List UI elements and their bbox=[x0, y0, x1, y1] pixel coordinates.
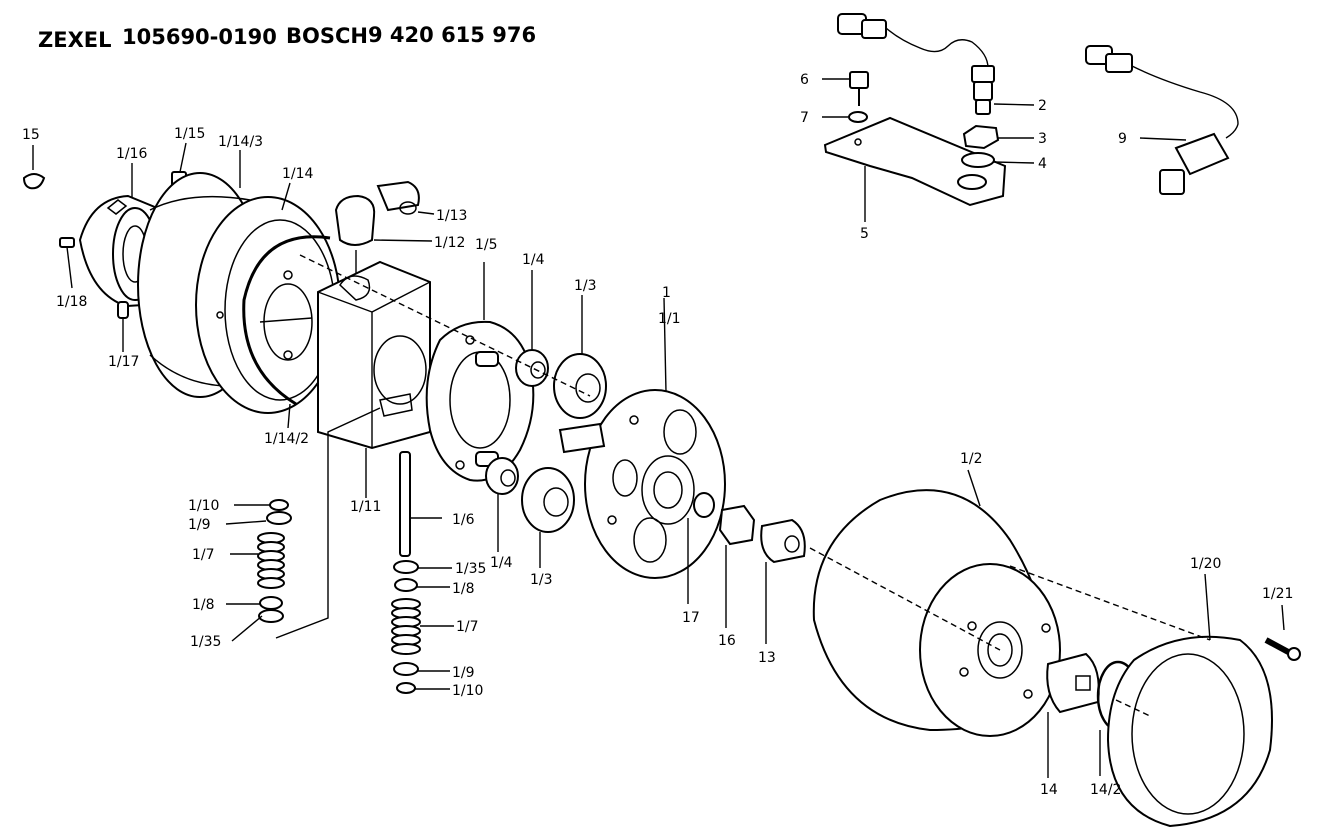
part-rotor-flange-1-1 bbox=[558, 297, 726, 579]
leader-lines-left-stack bbox=[225, 78, 850, 690]
part-cylinder-housing-1-2 bbox=[812, 469, 1061, 737]
label-1-3-upper: 1/3 bbox=[574, 278, 597, 294]
label-1-4-lower: 1/4 bbox=[490, 555, 513, 571]
coil-spring-left bbox=[257, 532, 285, 589]
part-bushing-16 bbox=[718, 504, 756, 628]
label-1-21: 1/21 bbox=[1262, 586, 1293, 602]
label-1-17: 1/17 bbox=[108, 354, 139, 370]
label-13: 13 bbox=[758, 650, 776, 666]
label-3: 3 bbox=[1038, 131, 1047, 147]
part-pin-1-17 bbox=[117, 301, 129, 352]
label-1-7-left: 1/7 bbox=[192, 547, 215, 563]
label-9: 9 bbox=[1118, 131, 1127, 147]
part-solenoid-1-13 bbox=[376, 180, 435, 215]
part-bolt-6 bbox=[849, 71, 869, 106]
header-zexel-number: 105690-0190 bbox=[122, 25, 277, 49]
label-1-1: 1/1 bbox=[658, 311, 681, 327]
label-1-13: 1/13 bbox=[436, 208, 467, 224]
label-1-9-left: 1/9 bbox=[188, 517, 211, 533]
part-end-cover-1-20 bbox=[1106, 573, 1273, 828]
label-1-14-2: 1/14/2 bbox=[264, 431, 309, 447]
part-sensor-2 bbox=[837, 13, 1035, 115]
label-1-2: 1/2 bbox=[960, 451, 983, 467]
label-1-11: 1/11 bbox=[350, 499, 381, 515]
spring-stack-left bbox=[257, 407, 381, 639]
part-key-15 bbox=[22, 145, 46, 190]
label-4: 4 bbox=[1038, 156, 1047, 172]
label-1-35-right: 1/35 bbox=[455, 561, 486, 577]
label-1-6: 1/6 bbox=[452, 512, 475, 528]
part-washer-7 bbox=[848, 111, 868, 123]
part-roller-1-4-lower bbox=[485, 457, 519, 552]
label-1-10-right: 1/10 bbox=[452, 683, 483, 699]
part-plug-14 bbox=[1046, 652, 1100, 778]
label-1-12: 1/12 bbox=[434, 235, 465, 251]
label-1-7-right: 1/7 bbox=[456, 619, 479, 635]
label-6: 6 bbox=[800, 72, 809, 88]
part-roller-1-3-upper bbox=[553, 295, 607, 419]
label-5: 5 bbox=[860, 226, 869, 242]
part-washer-4 bbox=[961, 152, 1035, 168]
center-lines bbox=[299, 254, 1211, 717]
label-17: 17 bbox=[682, 610, 700, 626]
label-1-8-right: 1/8 bbox=[452, 581, 475, 597]
label-14-2: 14/2 bbox=[1090, 782, 1121, 798]
part-roller-1-4-upper bbox=[515, 270, 549, 387]
label-1-10-left: 1/10 bbox=[188, 498, 219, 514]
label-1-8-left: 1/8 bbox=[192, 597, 215, 613]
label-1-35-left: 1/35 bbox=[190, 634, 221, 650]
label-1-18: 1/18 bbox=[56, 294, 87, 310]
label-15: 15 bbox=[22, 127, 40, 143]
label-1-15: 1/15 bbox=[174, 126, 205, 142]
part-washer-on-bracket bbox=[957, 174, 987, 190]
label-14: 14 bbox=[1040, 782, 1058, 798]
label-1-20: 1/20 bbox=[1190, 556, 1221, 572]
label-16: 16 bbox=[718, 633, 736, 649]
header-brand-zexel: ZEXEL bbox=[38, 28, 112, 52]
coil-spring-right bbox=[391, 598, 421, 655]
label-1-16: 1/16 bbox=[116, 146, 148, 162]
label-7: 7 bbox=[800, 110, 809, 126]
part-valve-block-1-11 bbox=[317, 260, 431, 498]
header-bosch-number: 9 420 615 976 bbox=[368, 23, 536, 47]
part-gasket-1-14-2 bbox=[242, 235, 331, 429]
part-plug-13 bbox=[760, 518, 806, 644]
part-sensor-9 bbox=[1085, 45, 1239, 195]
part-roller-1-3-lower bbox=[521, 467, 575, 568]
part-nut-3 bbox=[962, 124, 1034, 150]
label-1: 1 bbox=[662, 285, 671, 301]
part-solenoid-1-12 bbox=[334, 194, 433, 300]
part-plunger-1-6 bbox=[399, 451, 442, 557]
part-screw-1-21 bbox=[1264, 604, 1301, 661]
part-screw-1-18 bbox=[59, 237, 75, 289]
label-1-14-3: 1/14/3 bbox=[218, 134, 263, 150]
spring-stack-right bbox=[391, 560, 421, 694]
label-1-9-right: 1/9 bbox=[452, 665, 475, 681]
header-brand-bosch: BOSCH bbox=[286, 24, 368, 48]
label-2: 2 bbox=[1038, 98, 1047, 114]
label-1-14: 1/14 bbox=[282, 166, 314, 182]
label-1-5: 1/5 bbox=[475, 237, 498, 253]
part-labels: 15 1/16 1/15 1/14/3 1/14 1/13 1/12 1/5 1… bbox=[22, 72, 1293, 798]
label-1-4-upper: 1/4 bbox=[522, 252, 545, 268]
label-1-3-lower: 1/3 bbox=[530, 572, 553, 588]
part-stud-upper bbox=[475, 351, 499, 367]
part-ring-17 bbox=[687, 492, 715, 604]
